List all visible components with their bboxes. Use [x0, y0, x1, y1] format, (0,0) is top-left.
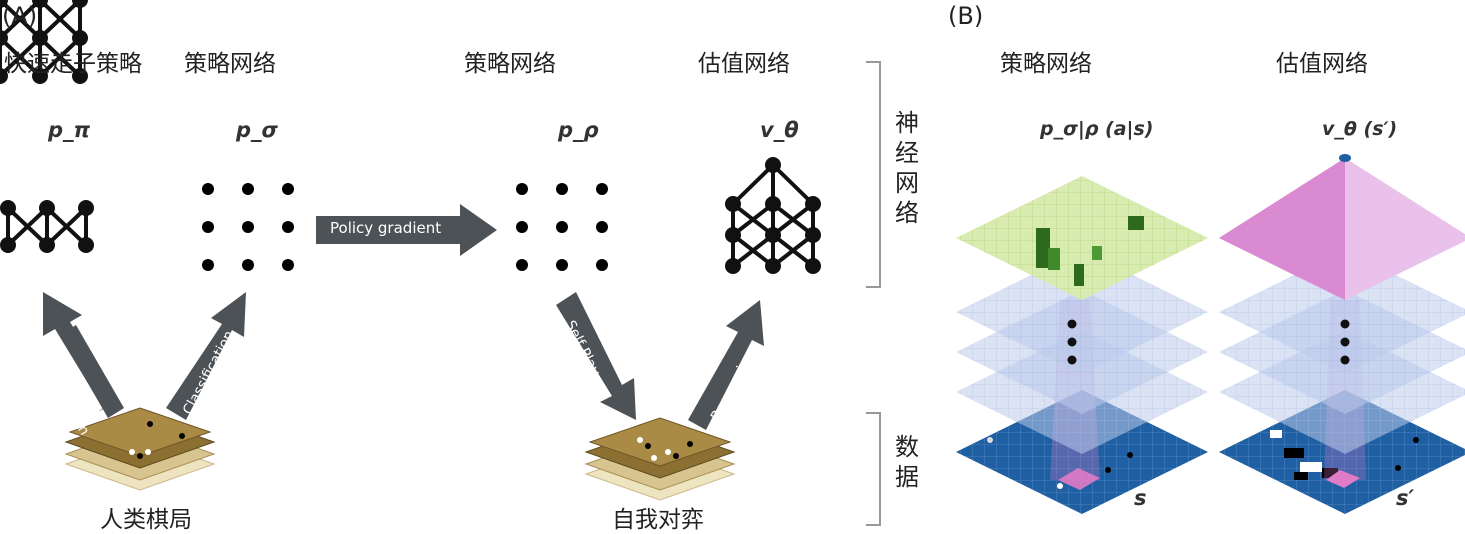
panel-b-label: (B) [948, 2, 984, 30]
network-p-rho [514, 181, 610, 273]
header-value-network: 估值网络 [698, 51, 790, 77]
bracket-neural [866, 61, 881, 288]
bracket-data [866, 412, 881, 526]
arrow-classification-right [166, 292, 246, 420]
formula-value-output: v_θ (s′) [1322, 118, 1398, 140]
policy-layer-stack [956, 176, 1208, 514]
arrow-self-play [556, 292, 636, 420]
header-rollout-policy: 快速走子策略 [4, 51, 142, 77]
panel-a-label: (A) [2, 2, 38, 30]
header-sl-policy: 策略网络 [184, 51, 276, 77]
network-p-pi [0, 200, 94, 253]
header-rl-policy: 策略网络 [464, 51, 556, 77]
arrow-classification-left [43, 292, 124, 418]
state-label-s-prime: s′ [1396, 486, 1415, 510]
symbol-p-pi: p_π [48, 118, 91, 142]
board-stack-selfplay [584, 417, 736, 501]
state-label-s: s [1134, 486, 1147, 510]
symbol-v-theta: v_θ [760, 118, 799, 142]
side-label-data: 数据 [895, 433, 919, 491]
symbol-p-rho: p_ρ [558, 118, 599, 142]
value-layer-stack [1219, 154, 1465, 514]
header-b-policy: 策略网络 [1000, 51, 1092, 77]
arrow-policy-gradient [316, 204, 497, 256]
network-v-theta [725, 157, 821, 274]
arrow-regression [688, 300, 764, 430]
side-label-neural-network: 神经网络 [895, 109, 919, 227]
header-b-value: 估值网络 [1276, 51, 1368, 77]
label-policy-gradient: Policy gradient [330, 219, 442, 237]
network-p-sigma [0, 0, 88, 84]
board-stack-human [64, 407, 216, 491]
formula-policy-output: p_σ|ρ (a|s) [1040, 118, 1154, 140]
symbol-p-sigma: p_σ [236, 118, 278, 142]
